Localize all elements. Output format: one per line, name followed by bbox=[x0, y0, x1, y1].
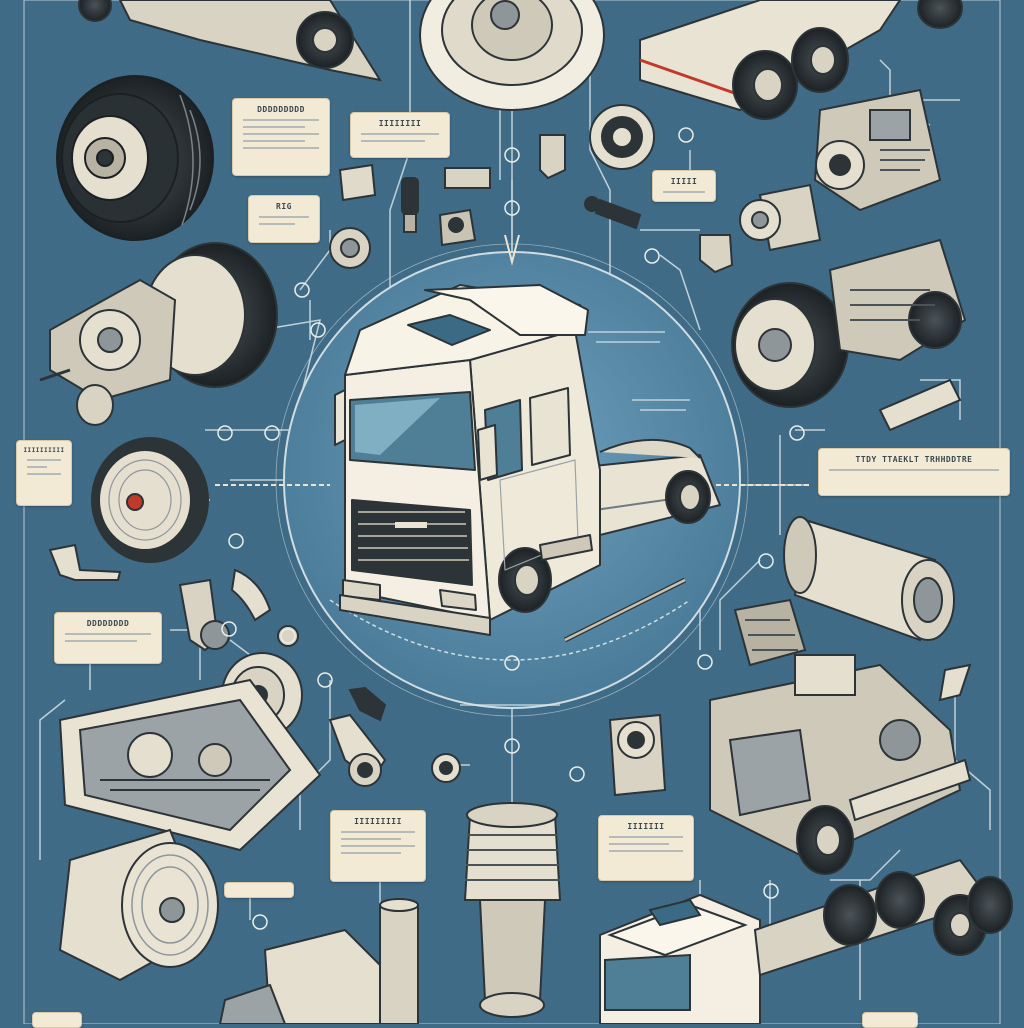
label-card-small-a bbox=[224, 882, 294, 898]
label-card-4-title: IIIII bbox=[670, 177, 698, 186]
curved-arrow bbox=[329, 599, 691, 661]
label-card-6: IIIIIIIIII bbox=[16, 440, 72, 506]
label-card-2-title: IIIIIIII bbox=[378, 119, 422, 128]
drum-bottom-left bbox=[58, 828, 219, 982]
label-card-8: IIIIIIIII bbox=[330, 810, 426, 882]
label-card-1: DDDDDDDDD bbox=[232, 98, 330, 176]
label-card-3-title: RIG bbox=[276, 202, 292, 211]
small-parts-center bbox=[328, 663, 972, 797]
engine-bay-left bbox=[58, 678, 322, 852]
engine-right-bottom bbox=[709, 654, 972, 875]
wheel-hub-left bbox=[91, 437, 209, 563]
small-parts-top bbox=[329, 134, 734, 274]
label-card-5-title: TTDY TTAEKLT TRHHDDTRE bbox=[855, 455, 973, 464]
label-card-small-c bbox=[862, 1012, 918, 1028]
label-card-5: TTDY TTAEKLT TRHHDDTRE bbox=[818, 448, 1010, 496]
bearing bbox=[589, 104, 655, 170]
brake-drum-top bbox=[419, 0, 605, 111]
hub-assembly-left bbox=[39, 242, 278, 426]
label-card-8-title: IIIIIIIII bbox=[354, 817, 402, 826]
engine-top-right bbox=[813, 88, 942, 212]
label-card-4: IIIII bbox=[652, 170, 716, 202]
label-card-6-title: IIIIIIIIII bbox=[23, 447, 65, 454]
truck-chassis-top-right bbox=[639, 0, 963, 120]
label-card-9-title: IIIIIII bbox=[627, 822, 665, 831]
pump-right bbox=[739, 183, 822, 252]
circle-text-lines bbox=[460, 331, 690, 706]
label-card-2: IIIIIIII bbox=[350, 112, 450, 158]
label-card-7-title: DDDDDDDD bbox=[86, 619, 130, 628]
arrow-top bbox=[504, 234, 520, 266]
tire-top-left bbox=[56, 75, 214, 241]
label-card-small-b bbox=[32, 1012, 82, 1028]
small-parts-bottom bbox=[218, 898, 419, 1025]
brake-engine-right bbox=[731, 238, 967, 432]
muffler-right bbox=[783, 516, 955, 642]
label-card-9: IIIIIII bbox=[598, 815, 694, 881]
alternator-right bbox=[733, 598, 807, 667]
truck-bottom-right bbox=[599, 858, 1013, 1025]
label-card-7: DDDDDDDD bbox=[54, 612, 162, 664]
shock-column bbox=[463, 802, 562, 1018]
truck-chassis-top-left bbox=[78, 0, 383, 82]
central-circle-ring bbox=[275, 243, 749, 717]
label-card-1-title: DDDDDDDDD bbox=[257, 105, 305, 114]
label-card-3: RIG bbox=[248, 195, 320, 243]
central-truck bbox=[334, 284, 721, 643]
connector-dots bbox=[217, 127, 805, 930]
